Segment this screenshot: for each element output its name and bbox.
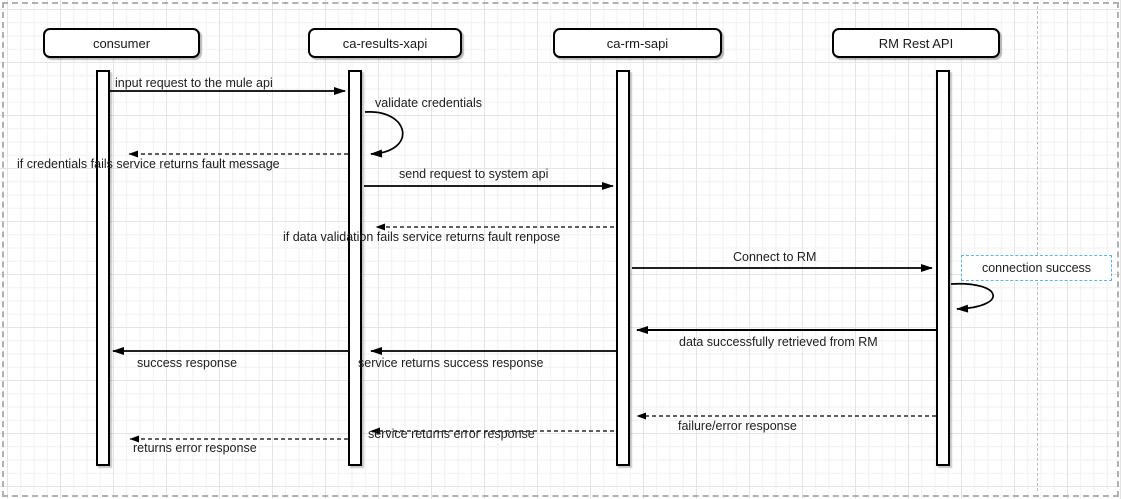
page-divider-line	[1037, 6, 1038, 491]
lifeline-ca-rm-sapi[interactable]	[616, 70, 630, 466]
actor-ca-rm-sapi[interactable]: ca-rm-sapi	[553, 28, 722, 58]
lifeline-ca-results-xapi[interactable]	[348, 70, 362, 466]
note-connection-success[interactable]: connection success	[961, 255, 1112, 281]
actor-rm-rest-api[interactable]: RM Rest API	[832, 28, 1000, 58]
actor-rm-rest-api-label: RM Rest API	[878, 35, 954, 51]
message-label-success-response[interactable]: success response	[137, 356, 238, 370]
lifeline-rm-rest-api[interactable]	[936, 70, 950, 466]
message-label-data-validation-fault[interactable]: if data validation fails service returns…	[283, 230, 561, 244]
message-label-validate-credentials[interactable]: validate credentials	[375, 96, 483, 110]
actor-ca-results-xapi-label: ca-results-xapi	[342, 35, 428, 51]
actor-consumer-label: consumer	[92, 35, 151, 51]
actor-consumer[interactable]: consumer	[43, 28, 200, 58]
message-label-failure-error[interactable]: failure/error response	[678, 419, 797, 433]
message-label-service-error[interactable]: service returns error response	[368, 427, 535, 441]
lifeline-consumer[interactable]	[96, 70, 110, 466]
actor-ca-rm-sapi-label: ca-rm-sapi	[606, 35, 669, 51]
actor-ca-results-xapi[interactable]: ca-results-xapi	[308, 28, 462, 58]
message-label-connect-to-rm[interactable]: Connect to RM	[733, 250, 817, 264]
message-label-service-success[interactable]: service returns success response	[358, 356, 544, 370]
message-label-returns-error[interactable]: returns error response	[133, 441, 257, 455]
note-connection-success-label: connection success	[981, 261, 1092, 275]
arrow-validate-credentials-self-loop[interactable]	[364, 111, 404, 158]
arrow-connection-success-self-loop[interactable]	[950, 282, 994, 313]
message-label-data-retrieved[interactable]: data successfully retrieved from RM	[679, 335, 878, 349]
message-label-input-request[interactable]: input request to the mule api	[115, 76, 273, 90]
message-label-send-request[interactable]: send request to system api	[399, 167, 549, 181]
message-label-credentials-fault[interactable]: if credentials fails service returns fau…	[17, 157, 280, 171]
